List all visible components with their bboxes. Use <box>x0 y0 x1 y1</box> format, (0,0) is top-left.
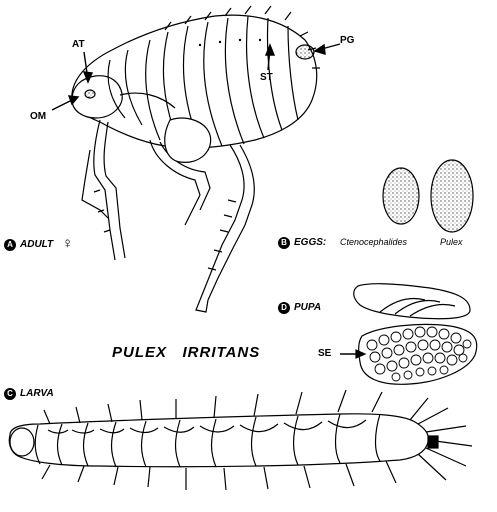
page-title: PULEX IRRITANS <box>112 344 261 361</box>
pupa-drawing <box>340 283 478 385</box>
eggs-drawing <box>382 159 474 233</box>
callout-om: OM <box>30 111 47 122</box>
larva-drawing <box>8 389 473 491</box>
panel-a-label: ADULT <box>20 239 54 250</box>
panel-c-badge: C <box>4 388 16 400</box>
callout-st: ST <box>260 72 273 83</box>
panel-b-label: EGGS: <box>294 237 327 248</box>
panel-d-badge: D <box>278 302 290 314</box>
adult-flea-drawing <box>71 5 320 313</box>
panel-a-badge: A <box>4 239 16 251</box>
callout-pg: PG <box>340 35 355 46</box>
panel-b-badge: B <box>278 237 290 249</box>
callout-se: SE <box>318 348 332 359</box>
female-symbol: ♀ <box>62 235 74 252</box>
callout-arrows <box>51 43 341 111</box>
egg-genus-ctenocephalides: Ctenocephalides <box>340 237 408 247</box>
panel-d-label: PUPA <box>294 302 322 313</box>
panel-c-label: LARVA <box>20 388 54 399</box>
callout-at: AT <box>72 39 85 50</box>
egg-genus-pulex: Pulex <box>440 237 463 247</box>
